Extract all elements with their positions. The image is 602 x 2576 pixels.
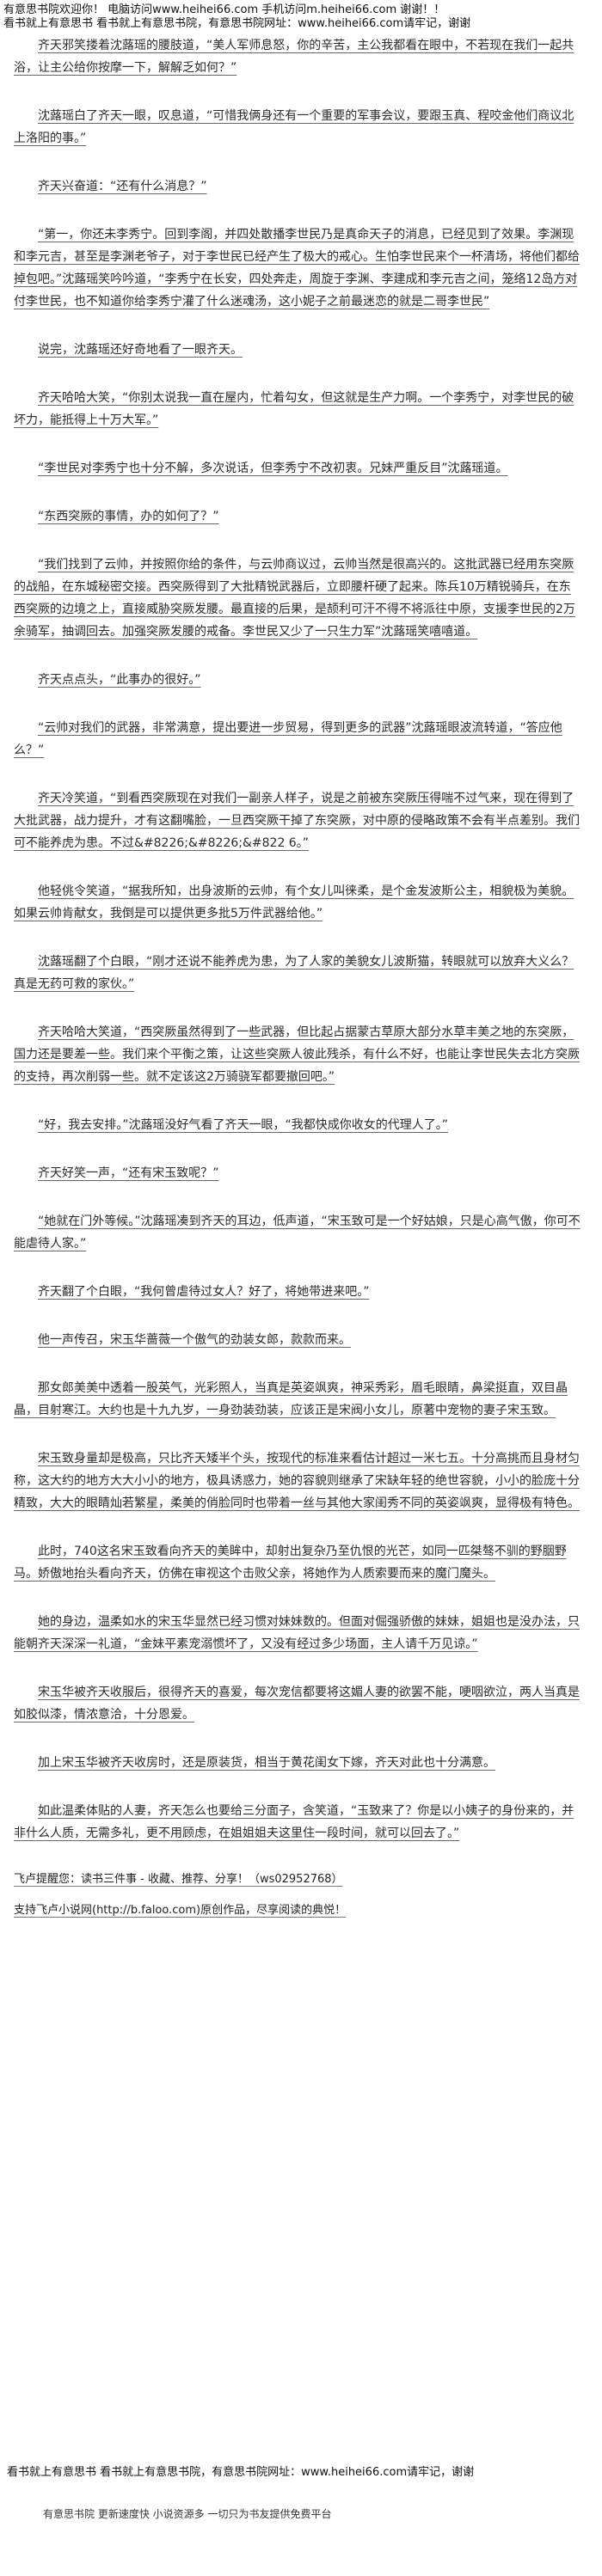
chapter-paragraph: 齐天翻了个白眼，“我何曾虐待过女人？好了，将她带进来吧。”	[38, 1285, 370, 1299]
chapter-paragraph: “云帅对我们的武器，非常满意，提出要进一步贸易，得到更多的武器”沈蕗瑶眼波流转道…	[14, 721, 562, 757]
chapter-paragraph: “第一，你还未李秀宁。回到李阁，并四处散播李世民乃是真命天子的消息，已经见到了效…	[14, 228, 580, 309]
chapter-content: 齐天邪笑搂着沈蕗瑶的腰肢道，“美人军师息怒，你的辛苦，主公我都看在眼中，不若现在…	[14, 34, 581, 1920]
chapter-paragraph: “东西突厥的事情，办的如何了？”	[38, 510, 219, 523]
chapter-paragraph: 宋玉华被齐天收服后，很得齐天的喜爱，每次宠信都要将这媚人妻的欲罢不能，哽咽欲泣，…	[14, 1686, 580, 1722]
chapter-paragraph: 齐天点点头，“此事办的很好。”	[38, 673, 201, 687]
chapter-paragraph: 齐天邪笑搂着沈蕗瑶的腰肢道，“美人军师息怒，你的辛苦，主公我都看在眼中，不若现在…	[14, 39, 574, 75]
chapter-paragraph: 齐天兴奋道：“还有什么消息？”	[38, 180, 207, 193]
chapter-paragraph: “好，我去安排。”沈蕗瑶没好气看了齐天一眼，“我都快成你收女的代理人了。”	[38, 1118, 449, 1132]
chapter-paragraph: 宋玉致身量却是极高，只比齐天矮半个头，按现代的标准来看估计超过一米七五。十分高挑…	[14, 1452, 580, 1510]
chapter-paragraph: 加上宋玉华被齐天收房时，还是原装货，相当于黄花闺女下嫁，齐天对此也十分满意。	[38, 1756, 495, 1770]
chapter-paragraph: 如此温柔体贴的人妻，齐天怎么也要给三分面子，含笑道，“玉致来了？你是以小姨子的身…	[14, 1804, 574, 1840]
chapter-paragraph: 此时，740这名宋玉致看向齐天的美眸中，却射出复杂乃至仇恨的光芒，如同一匹桀骜不…	[14, 1545, 567, 1581]
chapter-paragraph: 齐天好笑一声，“还有宋玉致呢？”	[38, 1166, 219, 1180]
chapter-paragraph: 沈蕗瑶翻了个白眼，“刚才还说不能养虎为患，为了人家的美貌女儿波斯猫，转眼就可以放…	[14, 955, 574, 991]
header-line-site: 看书就上有意思书 看书就上有意思书院，有意思书院网址：www.heihei66.…	[3, 17, 471, 30]
chapter-paragraph: 齐天哈哈大笑，“你别太说我一直在屋内，忙着勾女，但这就是生产力啊。一个李秀宁，对…	[14, 391, 574, 427]
chapter-paragraph: 他一声传召，宋玉华蔷薇一个傲气的劲装女郎，款款而来。	[38, 1333, 351, 1347]
chapter-paragraph: 他轻佻令笑道，“据我所知，出身波斯的云帅，有个女儿叫徕柔，是个金发波斯公主，相貌…	[14, 884, 574, 921]
chapter-paragraph: 齐天哈哈大笑道，“西突厥虽然得到了一些武器，但比起占据蒙古草原大部分水草丰美之地…	[14, 1025, 580, 1084]
header-line-welcome: 有意思书院欢迎你！ 电脑访问www.heihei66.com 手机访问m.hei…	[3, 3, 445, 16]
chapter-paragraph: “我们找到了云帅，并按照你给的条件，与云帅商议过，云帅当然是很高兴的。这批武器已…	[14, 558, 575, 639]
reading-reminder: 飞卢提醒您：读书三件事 - 收藏、推荐、分享！（ws02952768）	[14, 1873, 343, 1886]
chapter-paragraph: 沈蕗瑶白了齐天一眼，叹息道，“可惜我俩身还有一个重要的军事会议，要跟玉真、程咬金…	[14, 109, 574, 145]
chapter-paragraph: “她就在门外等候。”沈蕗瑶凑到齐天的耳边，低声道，“宋玉致可是一个好姑娘，只是心…	[14, 1215, 580, 1251]
chapter-paragraph: 她的身边，温柔如水的宋玉华显然已经习惯对妹妹数的。但面对倔强骄傲的妹妹，姐姐也是…	[14, 1615, 580, 1651]
chapter-paragraph: 齐天冷笑道，“到看西突厥现在对我们一副亲人样子，说是之前被东突厥压得喘不过气来，…	[14, 792, 580, 850]
bottom-line-site: 看书就上有意思书 看书就上有意思书院，有意思书院网址：www.heihei66.…	[7, 2466, 475, 2479]
chapter-paragraph: “李世民对李秀宁也十分不解，多次说话，但李秀宁不改初衷。兄妹严重反目”沈蕗瑶道。	[38, 462, 508, 475]
support-note: 支持飞卢小说网(http://b.faloo.com)原创作品，尽享阅读的典悦！	[14, 1904, 347, 1917]
chapter-paragraph: 那女郎美美中透着一股英气，光彩照人，当真是英姿飒爽，神采秀彩，眉毛眼睛，鼻梁挺直…	[14, 1381, 568, 1417]
site-banner: 有意思书院 更新速度快 小说资源多 一切只为书友提供免费平台	[43, 2508, 332, 2520]
chapter-paragraph: 说完，沈蕗瑶还好奇地看了一眼齐天。	[38, 343, 243, 357]
